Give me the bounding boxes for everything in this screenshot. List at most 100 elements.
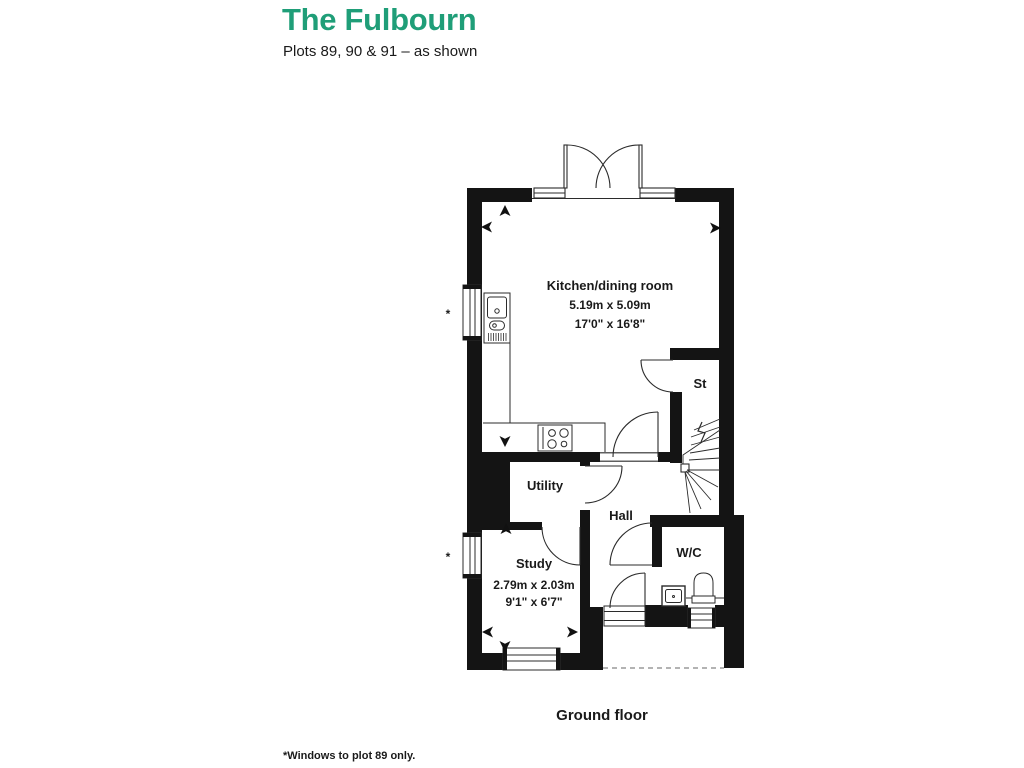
room-labels: Kitchen/dining room 5.19m x 5.09m 17'0" …: [446, 278, 708, 609]
windows: [462, 284, 716, 671]
window-cap: [556, 648, 560, 670]
sink-half-drain: [492, 323, 497, 328]
front-door-sill: [603, 605, 646, 627]
doors: [541, 359, 674, 627]
wall-stairs-bottom: [650, 515, 744, 527]
wall-kitchen-bottom: [467, 452, 600, 462]
stairs: [680, 418, 721, 514]
study-imperial-dim: 9'1" x 6'7": [505, 595, 562, 609]
hob-burner: [559, 428, 569, 438]
stair-winders: [684, 469, 720, 514]
wall-utility-right-upper: [580, 452, 590, 466]
study-window: [462, 532, 482, 579]
window-cap: [463, 336, 481, 340]
wall-study-hall: [580, 522, 590, 670]
wall-wc-bottom-left: [645, 605, 688, 627]
window-cap: [463, 285, 481, 289]
wall-left: [467, 188, 482, 670]
kitchen-imperial-dim: 17'0" x 16'8": [575, 317, 645, 331]
wall-store-top: [670, 348, 734, 360]
front-door: [603, 572, 646, 627]
arrow-up-icon: [499, 205, 511, 216]
stair-tread: [689, 447, 721, 454]
french-door-leaf-left: [563, 144, 568, 189]
wall-right-lower: [724, 515, 744, 668]
store-door: [640, 359, 674, 393]
window-frame: [502, 647, 561, 671]
window-frame: [687, 607, 716, 629]
ground-floor-plan: Kitchen/dining room 5.19m x 5.09m 17'0" …: [446, 144, 744, 671]
arrow-up-icon: [500, 523, 512, 534]
door-swing-arc: [584, 465, 623, 504]
study-bottom-window: [502, 647, 561, 671]
basin-drain: [672, 595, 675, 598]
toilet: [691, 572, 716, 604]
window-cap: [688, 608, 691, 628]
hob-burner: [548, 429, 556, 437]
stair-tread: [688, 457, 721, 461]
door-swing-arc: [612, 411, 659, 458]
stair-stringer: [682, 429, 721, 465]
hob-burner: [560, 440, 568, 448]
sink-drainer-lines: [488, 333, 507, 341]
arrow-left-icon: [482, 626, 493, 638]
stair-tread: [690, 436, 721, 446]
wall-wc-hall: [652, 515, 662, 567]
hob: [537, 424, 573, 452]
window-cap: [463, 533, 481, 537]
kitchen-metric-dim: 5.19m x 5.09m: [569, 298, 650, 312]
wc-door: [609, 522, 653, 566]
basin: [661, 585, 686, 607]
wc-window: [687, 607, 716, 629]
wc-label: W/C: [676, 545, 702, 560]
window-asterisk: *: [446, 550, 451, 564]
sink-half-bowl: [489, 320, 505, 331]
door-swing-arc: [541, 526, 581, 566]
french-door-arc-right: [595, 144, 640, 189]
window-frame: [462, 284, 482, 341]
door-swing-arc: [640, 359, 674, 393]
kitchen-label: Kitchen/dining room: [547, 278, 673, 293]
window-cap: [712, 608, 715, 628]
store-label: St: [694, 376, 708, 391]
arrow-right-icon: [710, 222, 721, 234]
toilet-cistern: [691, 595, 716, 604]
wall-study-bottom-right: [560, 653, 603, 670]
windows-footnote: *Windows to plot 89 only.: [283, 750, 416, 762]
floor-label: Ground floor: [556, 707, 648, 724]
page-subtitle: Plots 89, 90 & 91 – as shown: [283, 43, 478, 60]
sink-drain: [494, 308, 500, 314]
wc-fixtures: [661, 572, 724, 607]
window-asterisk: *: [446, 307, 451, 321]
window-cap: [503, 648, 507, 670]
plan-arrows: [481, 205, 721, 652]
page-title: The Fulbourn: [282, 2, 477, 37]
study-door: [541, 526, 581, 566]
kitchen-fittings: [483, 292, 606, 452]
kitchen-window: [462, 284, 482, 341]
study-metric-dim: 2.79m x 2.03m: [493, 578, 574, 592]
french-doors: [532, 144, 676, 200]
arrow-down-icon: [499, 641, 511, 652]
hall-label: Hall: [609, 508, 633, 523]
stair-break-line: [697, 421, 706, 443]
hob-burner: [547, 439, 557, 449]
arrow-left-icon: [481, 221, 492, 233]
door-swing-arc: [609, 572, 646, 609]
wall-study-bottom-left: [467, 653, 503, 670]
arrow-down-icon: [499, 436, 511, 447]
kitchen-hall-door: [612, 411, 659, 458]
wall-utility-corner-mass: [475, 452, 510, 522]
wall-top-left: [467, 188, 532, 202]
wall-store-left-lower: [670, 392, 682, 463]
window-frame: [462, 532, 482, 579]
utility-label: Utility: [527, 478, 564, 493]
toilet-bowl: [693, 572, 714, 598]
wall-utility-right-lower: [580, 510, 590, 530]
french-door-arc-left: [566, 144, 611, 189]
window-cap: [463, 574, 481, 578]
french-door-leaf-right: [638, 144, 643, 189]
wall-store-left-upper: [670, 348, 682, 360]
study-label: Study: [516, 556, 553, 571]
